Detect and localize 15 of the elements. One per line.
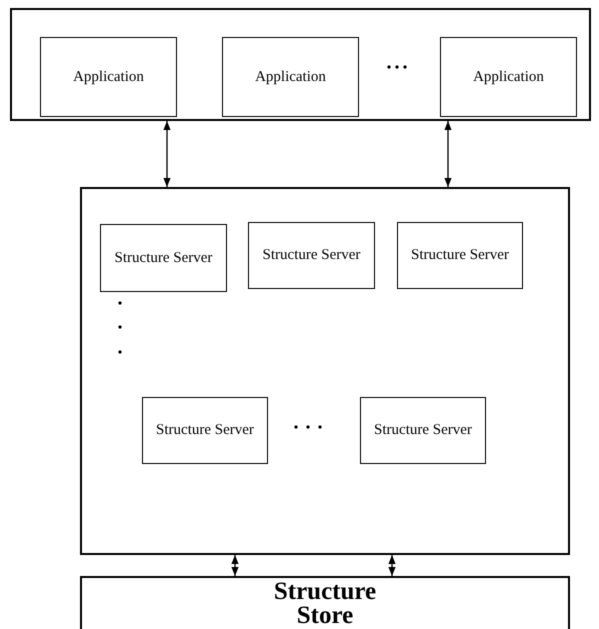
component-box: Structure Server [360, 397, 486, 464]
component-box: Application [222, 37, 359, 117]
component-box: Structure Server [142, 397, 268, 464]
system-box [80, 187, 570, 555]
component-box: Structure Server [397, 222, 523, 289]
component-box: Application [40, 37, 177, 117]
double-arrow [231, 555, 239, 576]
double-arrow [444, 121, 452, 187]
component-box: Application [440, 37, 577, 117]
component-box: Structure Server [100, 224, 227, 292]
store-box: Structure Store [80, 576, 570, 629]
component-box: Structure Server [248, 222, 375, 289]
double-arrow [388, 555, 396, 576]
system-box [10, 8, 591, 121]
double-arrow [163, 121, 171, 187]
